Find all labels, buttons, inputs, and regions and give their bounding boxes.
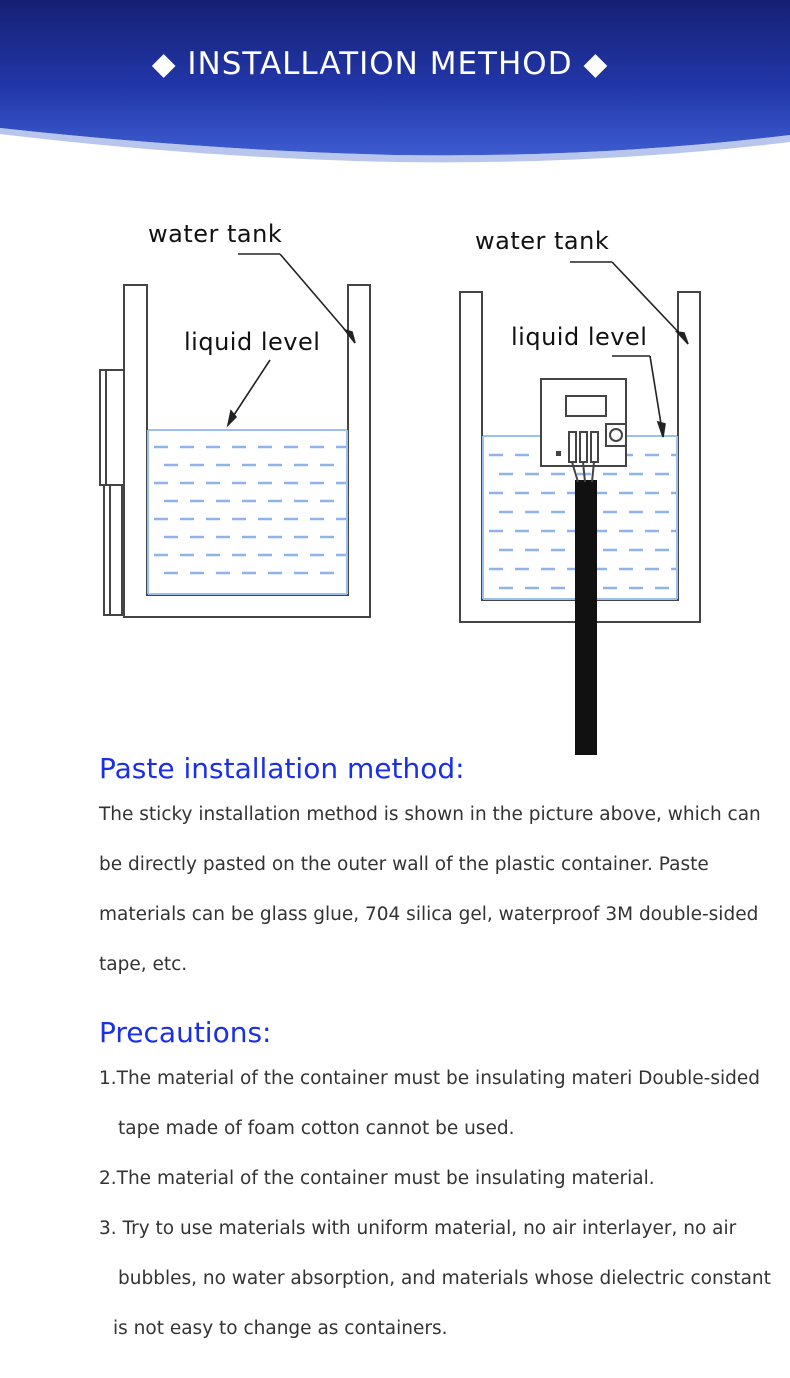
precaution-line-2: tape made of foam cotton cannot be used. [118,1118,515,1139]
right-sensor-module [540,378,627,755]
diagram-drawing [99,253,701,755]
left-level-label: liquid level [184,328,321,356]
right-tank-label: water tank [475,227,610,255]
precautions-heading: Precautions: [99,1016,272,1049]
precaution-line-5: bubbles, no water absorption, and materi… [118,1268,771,1289]
banner-background [0,0,790,163]
paste-line-1: The sticky installation method is shown … [99,804,761,825]
left-water-tank [123,284,371,618]
paste-heading: Paste installation method: [99,752,465,785]
right-water-tank [459,291,701,623]
diamond-icon: ◆ [583,46,609,82]
precaution-line-4: 3. Try to use materials with uniform mat… [99,1218,737,1239]
left-water [147,429,348,595]
paste-line-4: tape, etc. [99,954,188,975]
title-text: INSTALLATION METHOD [187,46,573,82]
precaution-line-3: 2.The material of the container must be … [99,1168,655,1189]
left-sensor [99,369,125,616]
right-level-label: liquid level [511,323,648,351]
installation-diagrams: water tank liquid level water tank liqui… [0,200,790,760]
left-tank-label: water tank [148,220,283,248]
precaution-line-1: 1.The material of the container must be … [99,1068,760,1089]
page-title: ◆ INSTALLATION METHOD ◆ [0,46,760,82]
paste-line-3: materials can be glass glue, 704 silica … [99,904,759,925]
leader-lines [226,253,689,438]
precaution-line-6: is not easy to change as containers. [113,1318,448,1339]
header-banner: ◆ INSTALLATION METHOD ◆ [0,0,790,170]
paste-line-2: be directly pasted on the outer wall of … [99,854,709,875]
diamond-icon: ◆ [151,46,177,82]
